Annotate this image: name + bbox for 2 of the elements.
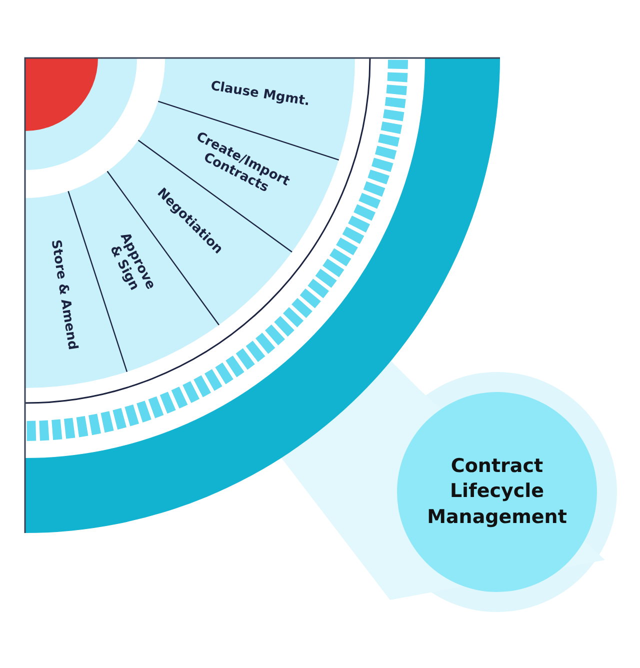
segment-label: Store & Amend [44, 230, 80, 360]
segment-label: Clause Mgmt. [200, 78, 320, 112]
